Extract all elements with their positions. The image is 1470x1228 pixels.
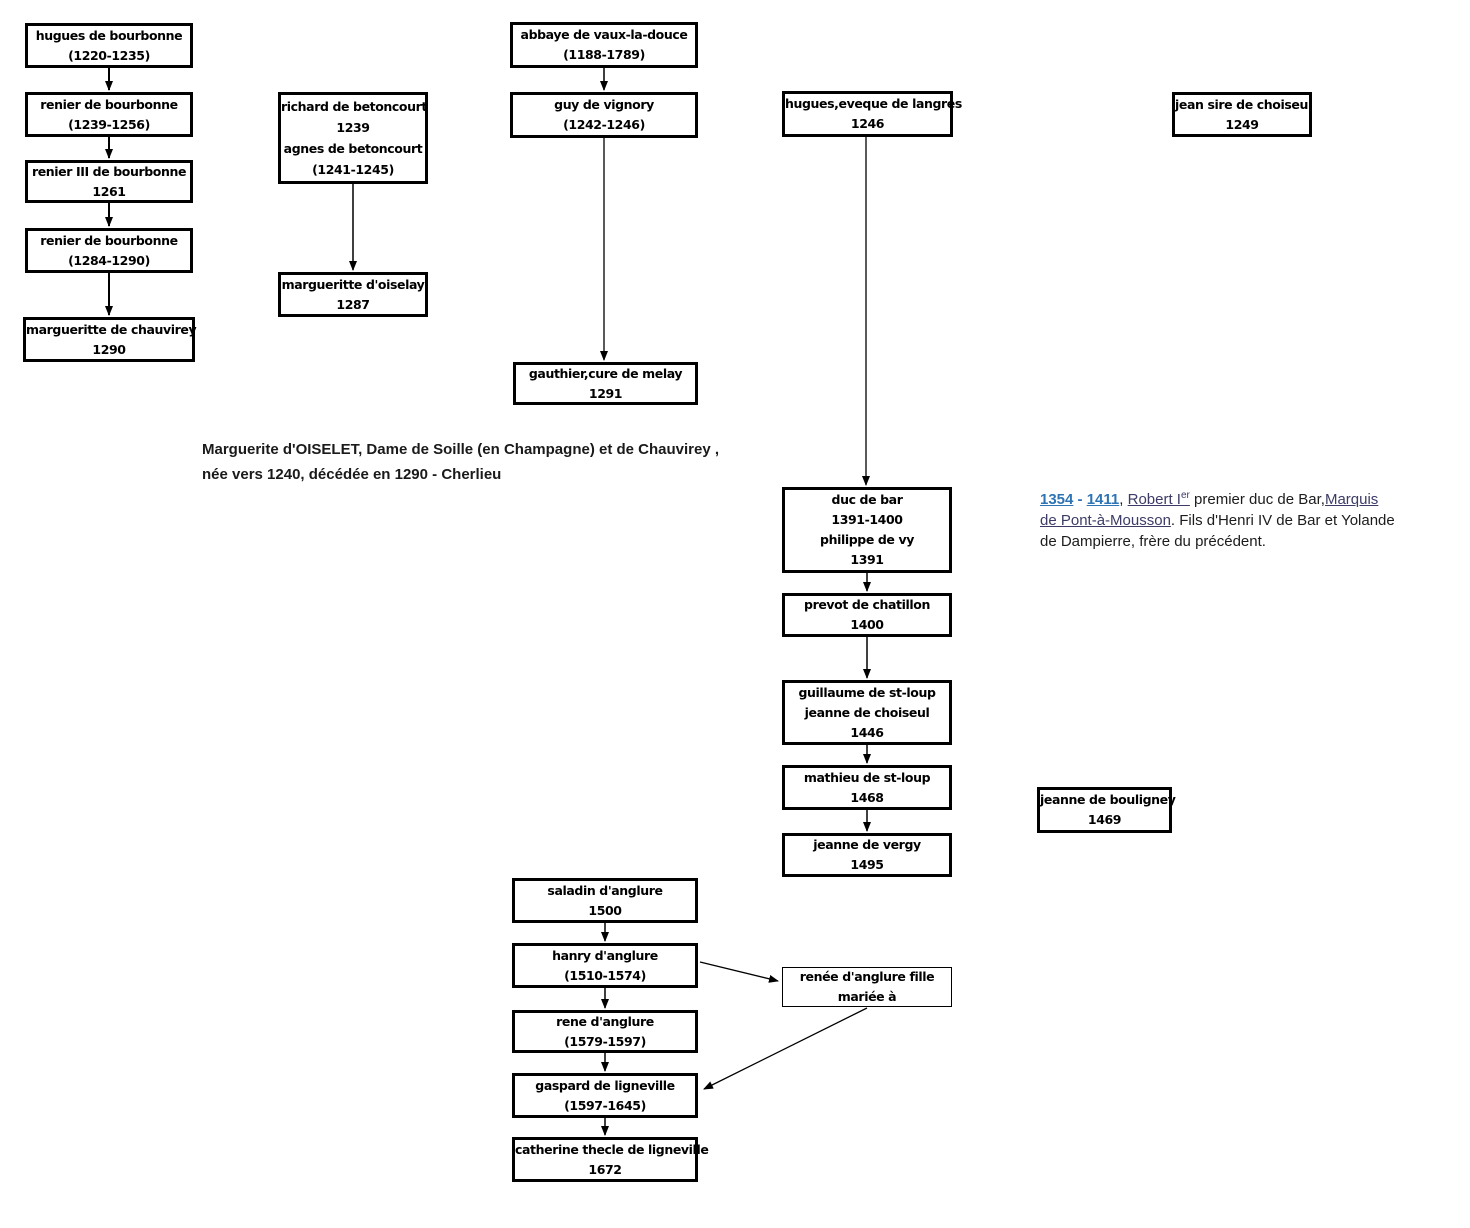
node-label: rene d'anglure	[556, 1013, 654, 1029]
link-1411[interactable]: 1411	[1086, 491, 1120, 508]
node-dates: (1220-1235)	[68, 47, 150, 63]
node-label: guillaume de st-loup	[798, 684, 936, 700]
node-margueritte-d-oiselay: margueritte d'oiselay 1287	[278, 272, 428, 317]
node-label: agnes de betoncourt	[283, 141, 423, 156]
node-richard-de-betoncourt: richard de betoncourt 1239 agnes de beto…	[278, 92, 428, 184]
node-label: abbaye de vaux-la-douce	[520, 27, 688, 42]
node-hugues-eveque-de-langres: hugues,eveque de langres 1246	[782, 91, 962, 137]
node-dates: (1597-1645)	[564, 1097, 646, 1113]
node-label: mariée à	[837, 989, 897, 1004]
node-dates: 1446	[850, 724, 884, 740]
node-renier-de-bourbonne-1239: renier de bourbonne (1239-1256)	[25, 92, 193, 137]
note-line-1: 1354 - 1411, Robert Ier premier duc de B…	[1040, 489, 1430, 510]
node-jeanne-de-bouligney: jeanne de bouligney 1469	[1037, 787, 1176, 833]
note-dash: -	[1073, 491, 1087, 508]
node-dates: 1261	[92, 183, 126, 199]
node-rene-d-anglure: rene d'anglure (1579-1597)	[512, 1010, 698, 1053]
node-dates: 1287	[336, 296, 370, 312]
node-dates: 1400	[850, 617, 884, 632]
node-dates: (1510-1574)	[564, 967, 646, 983]
node-renier-iii-de-bourbonne: renier III de bourbonne 1261	[25, 160, 193, 203]
robert-de-bar-note: 1354 - 1411, Robert Ier premier duc de B…	[1040, 489, 1430, 552]
node-dates: (1188-1789)	[563, 47, 645, 62]
node-duc-de-bar: duc de bar 1391-1400 philippe de vy 1391	[782, 487, 952, 573]
node-guillaume-de-st-loup: guillaume de st-loup jeanne de choiseul …	[782, 680, 952, 745]
node-label: catherine thecle de ligneville	[515, 1141, 709, 1157]
node-guy-de-vignory: guy de vignory (1242-1246)	[510, 92, 698, 138]
node-abbaye-de-vaux-la-douce: abbaye de vaux-la-douce (1188-1789)	[510, 22, 698, 68]
node-label: prevot de chatillon	[804, 597, 930, 612]
node-dates: 1391-1400	[831, 512, 903, 527]
note-text: de Dampierre, frère du précédent.	[1040, 533, 1266, 550]
node-hanry-d-anglure: hanry d'anglure (1510-1574)	[512, 943, 698, 988]
node-label: margueritte de chauvirey	[26, 321, 197, 337]
node-dates: 1290	[92, 341, 126, 357]
node-label: jean sire de choiseul	[1175, 96, 1312, 112]
node-jean-sire-de-choiseul: jean sire de choiseul 1249	[1172, 92, 1312, 137]
link-marquis[interactable]: Marquis	[1324, 491, 1379, 508]
note-text: . Fils d'Henri IV de Bar et Yolande	[1170, 512, 1395, 529]
node-dates: 1391	[850, 552, 884, 567]
node-jeanne-de-vergy: jeanne de vergy 1495	[782, 833, 952, 877]
node-dates: 1468	[850, 789, 884, 805]
node-label: jeanne de bouligney	[1040, 792, 1176, 807]
node-label: margueritte d'oiselay	[281, 276, 425, 292]
node-dates: (1284-1290)	[68, 252, 150, 268]
note-line-2: de Pont-à-Mousson. Fils d'Henri IV de Ba…	[1040, 510, 1430, 531]
node-dates: 1672	[588, 1161, 622, 1177]
node-label: mathieu de st-loup	[803, 769, 931, 785]
note-text: premier duc de Bar,	[1189, 491, 1325, 508]
link-pont-a-mousson[interactable]: de Pont-à-Mousson	[1040, 512, 1171, 529]
node-label: renée d'anglure fille	[799, 969, 935, 984]
marguerite-oiselet-caption: Marguerite d'OISELET, Dame de Soille (en…	[202, 437, 719, 487]
arrow-hanry-to-renee	[699, 961, 779, 983]
node-saladin-d-anglure: saladin d'anglure 1500	[512, 878, 698, 923]
node-label: renier III de bourbonne	[31, 163, 187, 179]
node-dates: 1469	[1087, 812, 1122, 827]
node-label: saladin d'anglure	[547, 882, 663, 898]
node-gauthier-cure-de-melay: gauthier,cure de melay 1291	[513, 362, 698, 405]
link-1354[interactable]: 1354	[1040, 491, 1074, 508]
link-robert-ier[interactable]: Robert Ier	[1127, 490, 1190, 509]
node-dates: (1239-1256)	[68, 116, 150, 132]
arrow-renee-to-gaspard	[703, 1007, 868, 1090]
node-label: renier de bourbonne	[40, 96, 178, 112]
node-label: renier de bourbonne	[40, 232, 178, 248]
node-label: hugues,eveque de langres	[785, 96, 962, 111]
note-text: ,	[1119, 491, 1128, 508]
node-hugues-de-bourbonne: hugues de bourbonne (1220-1235)	[25, 23, 193, 68]
node-dates: 1291	[588, 385, 623, 401]
node-dates: 1239	[336, 120, 370, 135]
node-label: jeanne de vergy	[813, 837, 921, 852]
node-dates: 1495	[850, 857, 884, 872]
caption-line-2: née vers 1240, décédée en 1290 - Cherlie…	[202, 466, 502, 483]
node-label: richard de betoncourt	[281, 99, 427, 114]
node-dates: (1241-1245)	[312, 162, 394, 177]
node-label: philippe de vy	[820, 532, 914, 547]
node-renee-d-anglure: renée d'anglure fille mariée à	[782, 967, 952, 1007]
node-dates: (1579-1597)	[564, 1033, 646, 1049]
node-renier-de-bourbonne-1284: renier de bourbonne (1284-1290)	[25, 228, 193, 273]
node-dates: 1249	[1225, 116, 1259, 132]
node-margueritte-de-chauvirey: margueritte de chauvirey 1290	[23, 317, 197, 362]
caption-line-1: Marguerite d'OISELET, Dame de Soille (en…	[202, 441, 720, 458]
link-robert-sup: er	[1180, 490, 1190, 501]
node-dates: 1500	[588, 902, 622, 918]
note-line-3: de Dampierre, frère du précédent.	[1040, 531, 1430, 552]
node-label: duc de bar	[831, 492, 903, 507]
link-robert-text: Robert I	[1127, 491, 1181, 508]
node-label: gauthier,cure de melay	[528, 365, 683, 381]
node-label: jeanne de choiseul	[804, 704, 930, 720]
node-mathieu-de-st-loup: mathieu de st-loup 1468	[782, 765, 952, 810]
node-dates: 1246	[850, 116, 885, 131]
node-label: gaspard de ligneville	[535, 1077, 675, 1093]
node-prevot-de-chatillon: prevot de chatillon 1400	[782, 593, 952, 637]
node-label: hanry d'anglure	[552, 947, 658, 963]
node-label: hugues de bourbonne	[35, 27, 183, 43]
node-label: guy de vignory	[554, 97, 654, 112]
node-catherine-thecle-de-ligneville: catherine thecle de ligneville 1672	[512, 1137, 709, 1182]
node-dates: (1242-1246)	[563, 117, 645, 132]
node-gaspard-de-ligneville: gaspard de ligneville (1597-1645)	[512, 1073, 698, 1118]
